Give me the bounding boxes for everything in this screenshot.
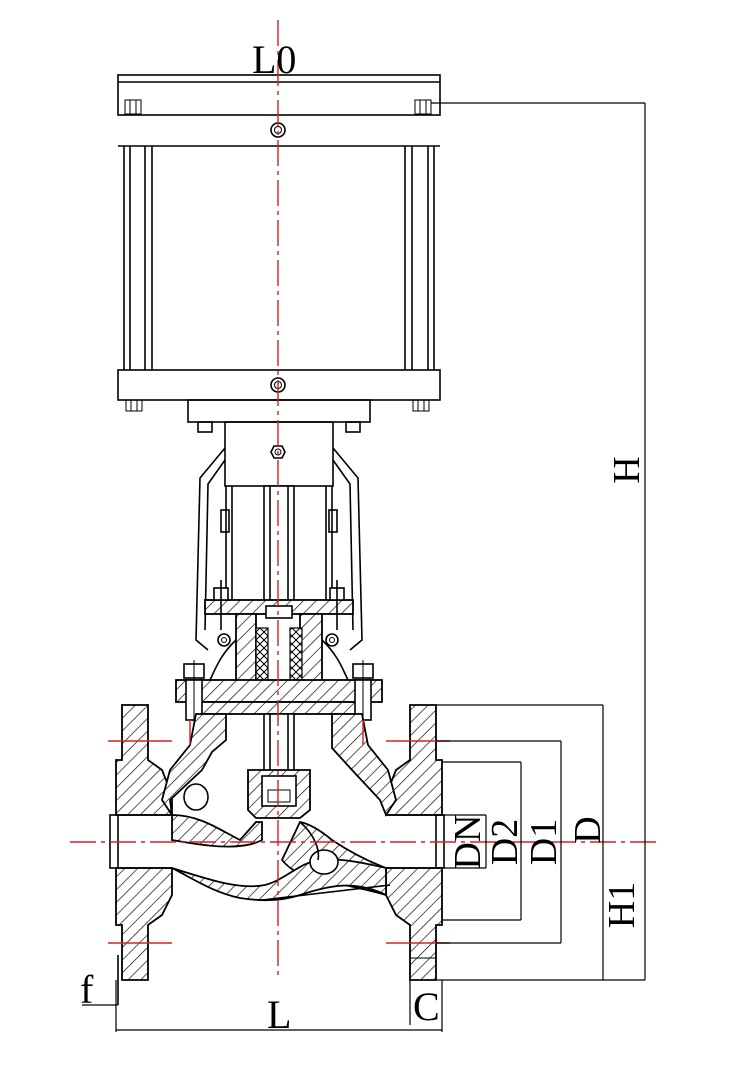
bolt-head <box>414 99 432 115</box>
label-H: H <box>606 456 648 483</box>
body-upper-right <box>331 713 397 817</box>
label-D: D <box>567 816 609 843</box>
port-left <box>183 783 209 811</box>
mounting-plate <box>187 399 371 423</box>
label-C: C <box>413 984 440 1029</box>
label-L: L <box>267 992 291 1037</box>
bonnet-flange <box>175 660 383 725</box>
actuator-bottom-plate <box>117 369 441 401</box>
dimension-labels: L0 H H1 DN D2 D1 D L f C <box>80 37 648 1037</box>
valve-stem-upper <box>263 485 295 607</box>
bolt-head <box>412 399 430 412</box>
valve-stem-lower <box>263 713 295 775</box>
coupling-block <box>224 421 334 487</box>
body-upper-left <box>161 713 227 816</box>
body-lower <box>171 858 387 902</box>
bonnet-flange-plate <box>175 679 383 703</box>
actuator <box>117 74 441 433</box>
bolt-head <box>124 99 142 115</box>
dimensions <box>82 102 646 1032</box>
label-DN: DN <box>447 815 489 870</box>
bolt-head <box>125 399 143 412</box>
label-f: f <box>80 967 94 1012</box>
label-D2: D2 <box>484 819 526 865</box>
port-right <box>309 849 339 875</box>
yoke <box>195 421 363 691</box>
label-H1: H1 <box>601 882 643 928</box>
right-flange-lower <box>385 867 443 981</box>
packing-left <box>255 627 269 685</box>
label-L0: L0 <box>252 37 296 82</box>
valve-body <box>109 704 445 1005</box>
bonnet-left <box>235 613 257 691</box>
left-flange-lower <box>115 867 173 981</box>
bonnet-right <box>299 613 323 691</box>
actuator-top-plate <box>117 74 441 116</box>
coupling-nut <box>270 445 286 459</box>
partition-left <box>171 814 263 848</box>
left-flange-upper <box>115 704 173 816</box>
packing-right <box>289 627 303 685</box>
label-D1: D1 <box>523 819 565 865</box>
